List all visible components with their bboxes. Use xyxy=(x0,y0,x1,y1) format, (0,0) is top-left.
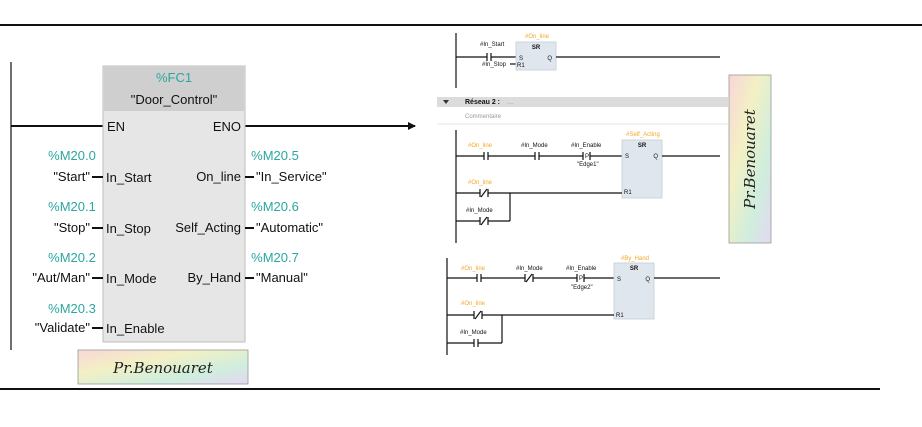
input-pin: In_Mode xyxy=(106,271,157,286)
network-header[interactable] xyxy=(437,97,728,107)
sr-s: S xyxy=(617,277,621,283)
output-pin: Self_Acting xyxy=(175,220,241,235)
contact-label: #In_Stop xyxy=(482,62,507,68)
ladder-panel: #In_Start #In_Stop #On_line SR S R1 Q Ré… xyxy=(437,33,772,355)
network-dots: .... xyxy=(507,100,514,106)
output-address: %M20.7 xyxy=(251,250,299,265)
fc1-block-header xyxy=(104,67,244,111)
coil-tag: #On_line xyxy=(525,34,550,40)
sr-block[interactable] xyxy=(515,41,557,71)
contact-label: #In_Enable xyxy=(566,266,597,272)
sr-block[interactable] xyxy=(613,262,655,320)
input-pin: In_Start xyxy=(106,170,152,185)
output-pin: On_line xyxy=(196,169,241,184)
coil-tag: #Self_Acting xyxy=(626,132,660,138)
sr-block[interactable] xyxy=(621,139,663,199)
sr-r1: R1 xyxy=(624,190,632,196)
contact-label: #In_Mode xyxy=(521,143,548,149)
sr-q: Q xyxy=(547,56,552,62)
sr-r1: R1 xyxy=(517,63,525,69)
eno-pin: ENO xyxy=(213,119,241,134)
sr-s: S xyxy=(519,56,523,62)
sr-q: Q xyxy=(645,277,650,283)
input-address: %M20.2 xyxy=(48,250,96,265)
eno-arrow xyxy=(408,122,416,130)
edge-memory: "Edge2" xyxy=(571,285,593,291)
sr-s: S xyxy=(625,154,629,160)
input-pin: In_Enable xyxy=(106,321,165,336)
contact-label: #In_Start xyxy=(480,42,505,48)
en-pin: EN xyxy=(107,119,125,134)
input-address: %M20.1 xyxy=(48,199,96,214)
input-address: %M20.3 xyxy=(48,301,96,316)
watermark-box-vertical xyxy=(728,74,772,244)
sr-title: SR xyxy=(532,45,541,51)
output-address: %M20.6 xyxy=(251,199,299,214)
network-comment[interactable]: Commentaire xyxy=(465,114,502,120)
output-tag[interactable]: "Manual" xyxy=(256,270,308,285)
input-address: %M20.0 xyxy=(48,148,96,163)
input-tag[interactable]: "Validate" xyxy=(35,320,91,335)
contact-label: #In_Mode xyxy=(460,330,487,336)
contact-slash xyxy=(480,188,488,198)
contact-label: #In_Mode xyxy=(466,208,493,214)
input-tag[interactable]: "Aut/Man" xyxy=(32,270,90,285)
output-tag[interactable]: "In_Service" xyxy=(256,169,327,184)
contact-label: #On_line xyxy=(468,180,493,186)
sr-r1: R1 xyxy=(616,313,624,319)
watermark-text-vertical: Pr.Benouaret xyxy=(741,108,759,210)
watermark-text: Pr.Benouaret xyxy=(112,359,214,377)
contact-label: #In_Enable xyxy=(571,143,602,149)
watermark-box xyxy=(77,349,249,385)
contact-label: #In_Mode xyxy=(516,266,543,272)
edge-p: P xyxy=(579,276,583,282)
sr-q: Q xyxy=(653,154,658,160)
input-tag[interactable]: "Start" xyxy=(53,169,90,184)
contact-label: #On_line xyxy=(468,143,493,149)
edge-memory: "Edge1" xyxy=(577,162,599,168)
collapse-icon[interactable] xyxy=(443,100,449,104)
contact-slash xyxy=(480,216,488,226)
fc1-block[interactable] xyxy=(102,65,246,343)
edge-p: P xyxy=(585,154,589,160)
network-title: Réseau 2 : xyxy=(465,99,500,106)
input-pin: In_Stop xyxy=(106,221,151,236)
contact-label: #On_line xyxy=(461,266,486,272)
coil-tag: #By_Hand xyxy=(621,256,649,262)
output-tag[interactable]: "Automatic" xyxy=(256,220,323,235)
output-address: %M20.5 xyxy=(251,148,299,163)
sr-title: SR xyxy=(638,143,647,149)
input-tag[interactable]: "Stop" xyxy=(54,220,90,235)
contact-slash xyxy=(525,273,533,283)
contact-label: #On_line xyxy=(461,301,486,307)
block-title: "Door_Control" xyxy=(131,92,218,107)
sr-title: SR xyxy=(630,266,639,272)
block-number: %FC1 xyxy=(156,70,192,85)
fbd-panel: %FC1 "Door_Control" EN ENO %M20.0 "Start… xyxy=(10,62,416,385)
output-pin: By_Hand xyxy=(188,270,241,285)
contact-slash xyxy=(474,310,482,320)
